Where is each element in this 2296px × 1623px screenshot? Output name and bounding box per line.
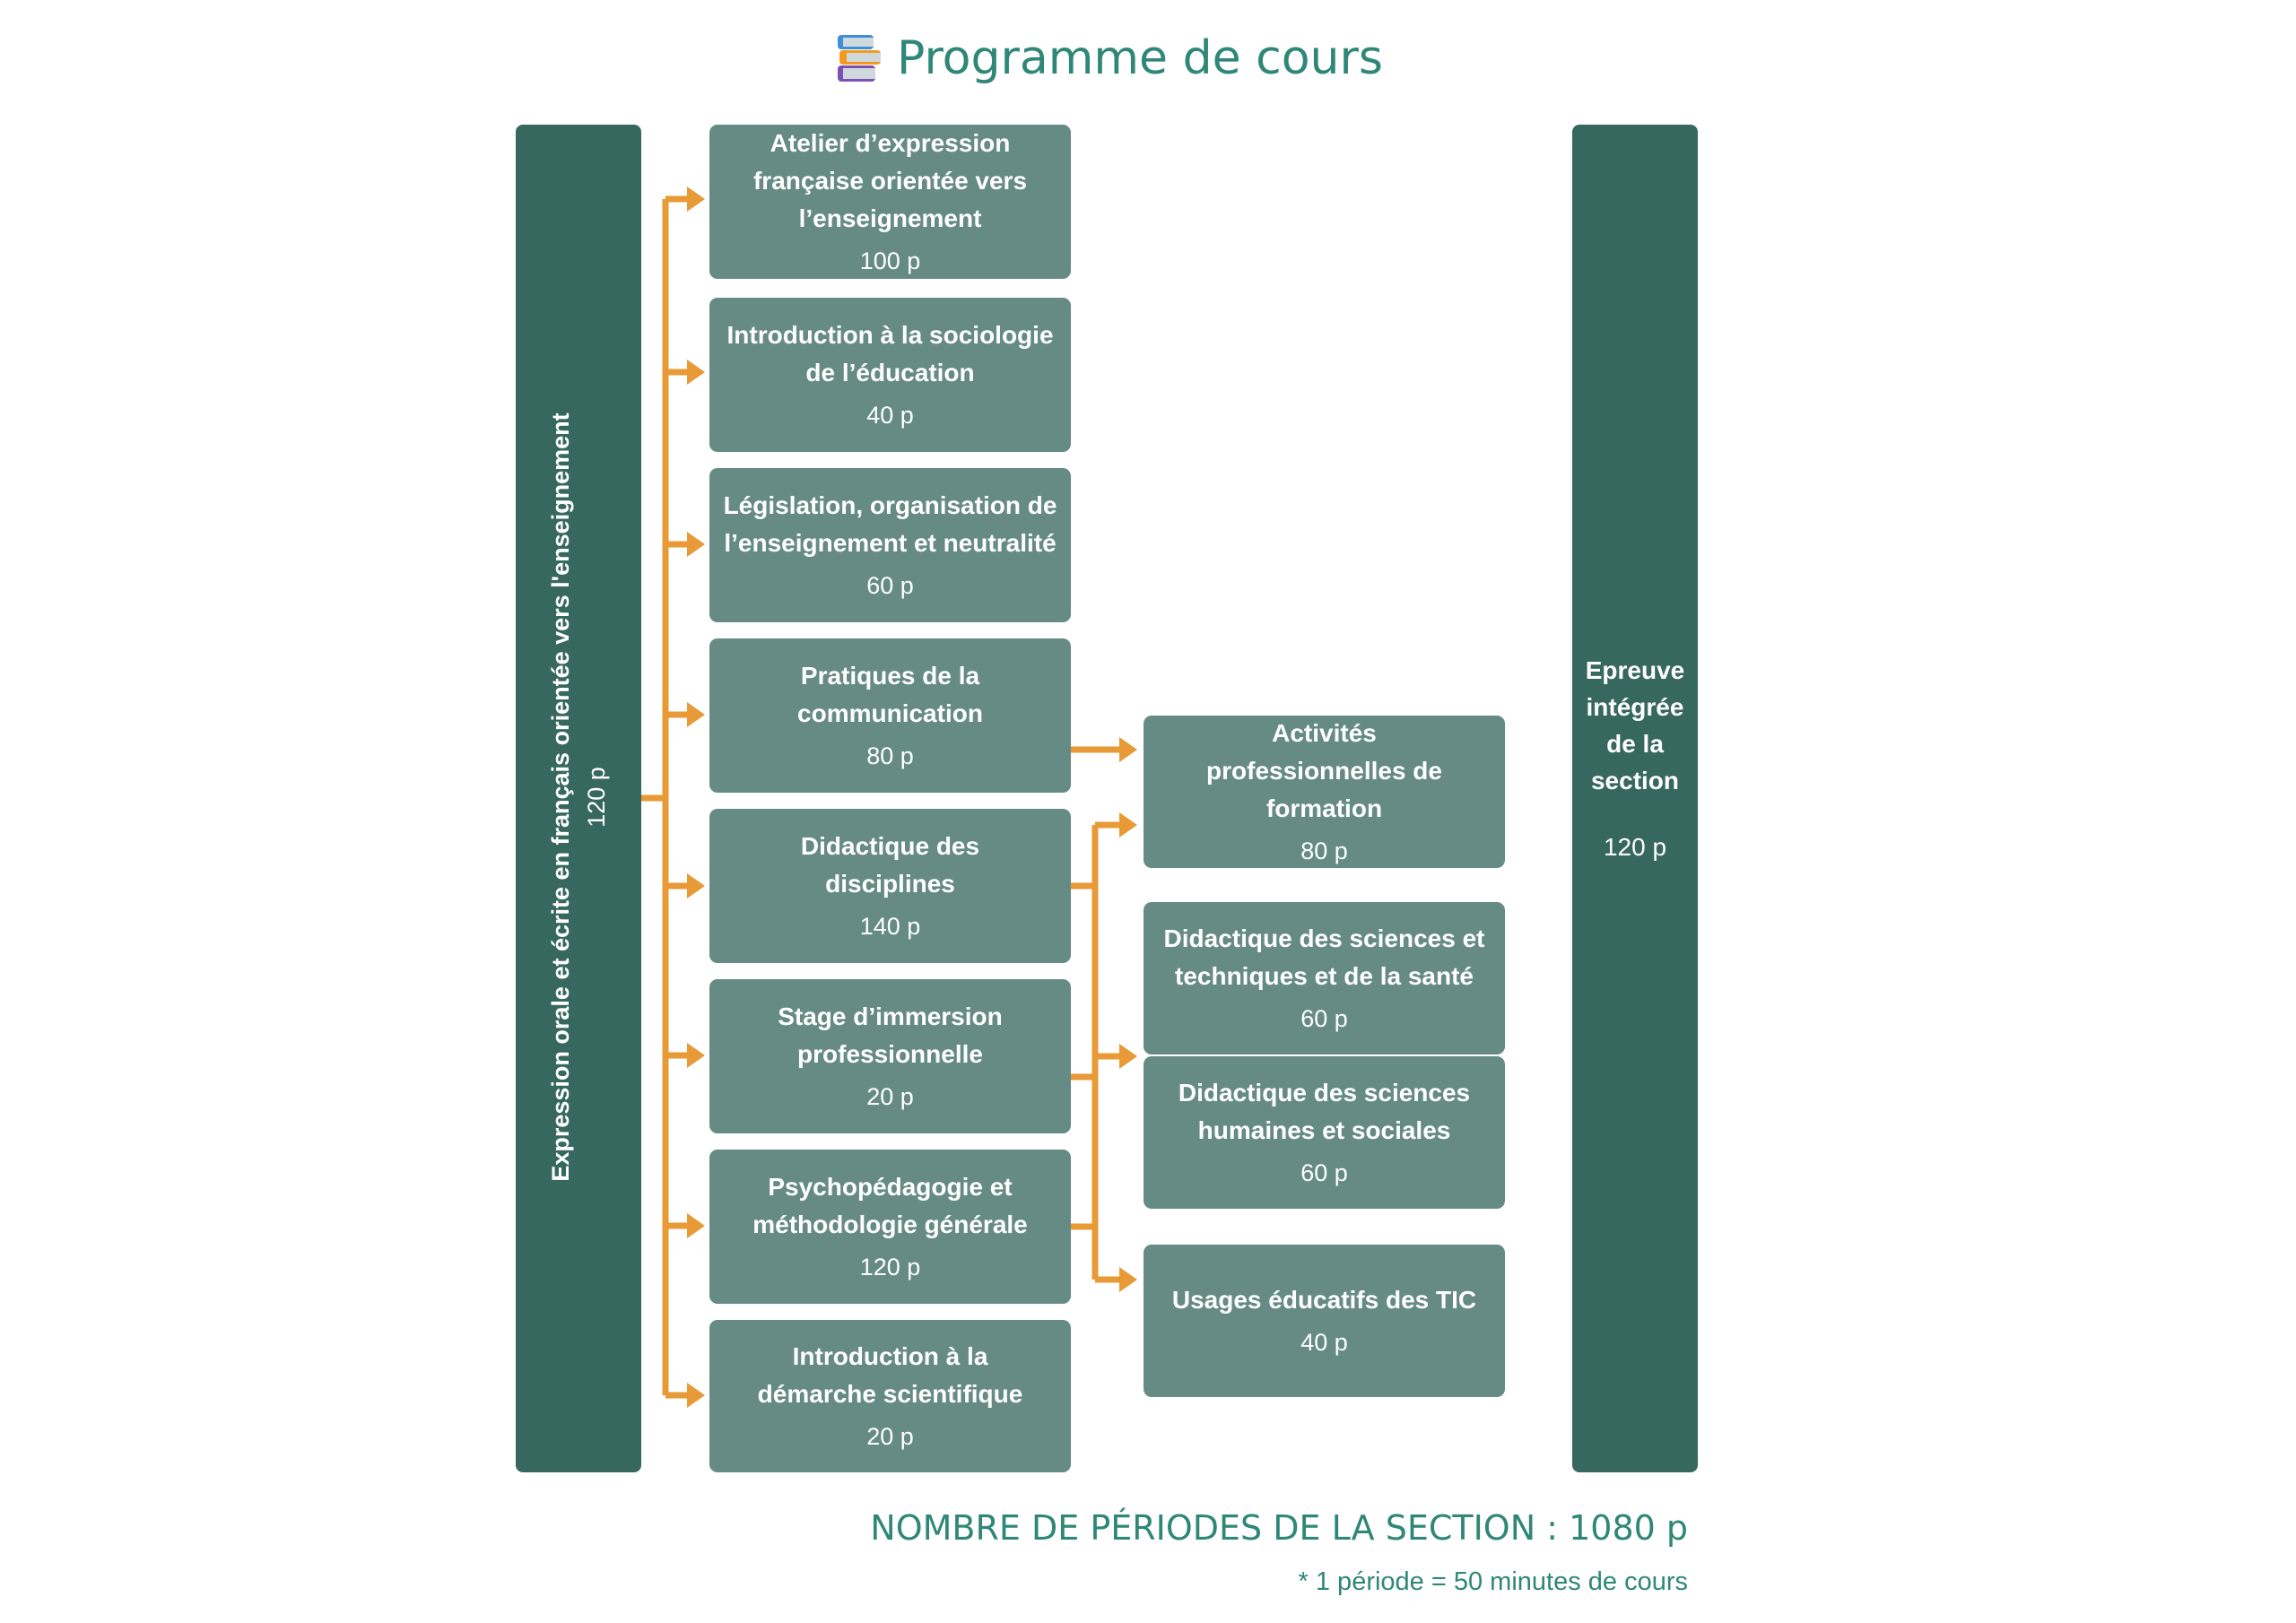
course-box: Pratiques de la communication 80 p bbox=[709, 638, 1071, 793]
prerequisite-value: 120 p bbox=[583, 767, 610, 828]
arrow-head bbox=[1119, 1267, 1137, 1292]
advanced-course-box: Usages éducatifs des TIC 40 p bbox=[1144, 1245, 1505, 1397]
arrow-head bbox=[687, 532, 705, 557]
final-exam-bar: Epreuve intégrée de la section 120 p bbox=[1572, 125, 1698, 1472]
course-box: Psychopédagogie et méthodologie générale… bbox=[709, 1150, 1071, 1304]
arrow-head bbox=[687, 1383, 705, 1408]
books-icon bbox=[838, 35, 881, 82]
course-periods: 40 p bbox=[866, 402, 914, 429]
advanced-course-box: Didactique des sciences et techniques et… bbox=[1144, 902, 1505, 1055]
course-box: Introduction à la démarche scientifique 2… bbox=[709, 1320, 1071, 1472]
period-note: * 1 période = 50 minutes de cours bbox=[1298, 1567, 1688, 1596]
course-title: Stage d’immersion professionnelle bbox=[778, 1002, 1003, 1068]
final-exam-title: Epreuve intégrée de la section bbox=[1585, 656, 1685, 794]
course-title: Psychopédagogie et méthodologie générale bbox=[752, 1173, 1028, 1238]
course-periods: 40 p bbox=[1300, 1329, 1348, 1356]
course-periods: 100 p bbox=[859, 247, 921, 274]
course-periods: 60 p bbox=[1300, 1005, 1348, 1032]
advanced-course-box: Activités professionnelles de formation 8… bbox=[1144, 716, 1505, 868]
course-title: Législation, organisation de l’enseignem… bbox=[723, 491, 1057, 557]
course-box: Didactique des disciplines 140 p bbox=[709, 809, 1071, 963]
arrow-head bbox=[687, 1043, 705, 1068]
course-title: Didactique des sciences humaines et soci… bbox=[1178, 1079, 1471, 1144]
course-periods: 20 p bbox=[866, 1423, 914, 1450]
arrow-head bbox=[687, 873, 705, 898]
final-exam-value: 120 p bbox=[1603, 833, 1667, 861]
course-title: Introduction à la sociologie de l’éducat… bbox=[726, 321, 1054, 386]
arrow-head bbox=[687, 1213, 705, 1238]
course-periods: 80 p bbox=[866, 742, 914, 769]
course-title: Activités professionnelles de formation bbox=[1206, 719, 1442, 822]
course-box: Législation, organisation de l’enseignem… bbox=[709, 468, 1071, 622]
course-box: Introduction à la sociologie de l’éducat… bbox=[709, 298, 1071, 452]
course-title: Introduction à la démarche scientifique bbox=[757, 1342, 1023, 1408]
arrow-head bbox=[1119, 812, 1137, 838]
course-title: Didactique des sciences et techniques et… bbox=[1163, 924, 1485, 990]
course-title: Didactique des disciplines bbox=[800, 832, 980, 898]
course-title: Usages éducatifs des TIC bbox=[1171, 1286, 1477, 1314]
total-periods: NOMBRE DE PÉRIODES DE LA SECTION : 1080 … bbox=[870, 1508, 1688, 1548]
page-header: Programme de cours bbox=[834, 22, 1383, 94]
arrow-head bbox=[1119, 1044, 1137, 1069]
arrow-head bbox=[687, 187, 705, 212]
arrow-head bbox=[1119, 737, 1137, 762]
course-box: Stage d’immersion professionnelle 20 p bbox=[709, 979, 1071, 1133]
course-title: Pratiques de la communication bbox=[797, 662, 983, 727]
arrow-head bbox=[687, 360, 705, 385]
course-periods: 60 p bbox=[866, 572, 914, 599]
course-periods: 20 p bbox=[866, 1083, 914, 1110]
course-periods: 60 p bbox=[1300, 1159, 1348, 1186]
page-title: Programme de cours bbox=[897, 31, 1383, 85]
advanced-course-box: Didactique des sciences humaines et soci… bbox=[1144, 1056, 1505, 1209]
course-periods: 120 p bbox=[859, 1254, 921, 1280]
course-box: Atelier d’expression française orientée … bbox=[709, 125, 1071, 279]
arrow-head bbox=[687, 702, 705, 727]
prerequisite-title: Expression orale et écrite en français o… bbox=[547, 412, 574, 1182]
course-title: Atelier d’expression française orientée … bbox=[752, 129, 1028, 232]
prerequisite-bar: Expression orale et écrite en français o… bbox=[516, 125, 641, 1472]
course-periods: 80 p bbox=[1300, 838, 1348, 864]
course-periods: 140 p bbox=[859, 913, 921, 940]
